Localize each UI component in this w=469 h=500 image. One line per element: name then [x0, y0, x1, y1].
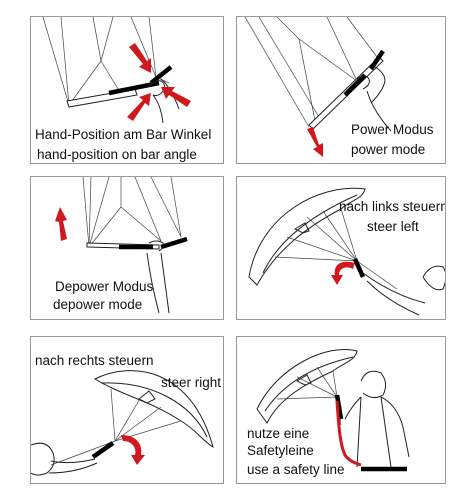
steer-right-illustration [31, 370, 214, 476]
caption-english: steer right [161, 375, 222, 390]
arrow-up-icon [55, 207, 67, 241]
steer-left-illustration [248, 187, 445, 316]
caption-german-2: Safetyleine [247, 443, 314, 458]
caption-german: Power Modus [351, 122, 434, 137]
hand-position-illustration [42, 17, 191, 124]
caption-german: Hand-Position am Bar Winkel [35, 127, 212, 142]
panel-safety-line: nutze eine Safetyleine use a safety line [236, 336, 446, 484]
panel-hand-position: Hand-Position am Bar Winkel hand-positio… [30, 16, 224, 164]
safety-line-illustration [256, 349, 410, 472]
panel-depower-mode: Depower Modus depower mode [30, 176, 224, 320]
caption-english: steer left [367, 219, 419, 234]
arrow-up-left-icon [161, 87, 191, 107]
caption-english: use a safety line [247, 462, 345, 477]
depower-mode-illustration [55, 177, 188, 314]
curved-arrow-icon [331, 261, 355, 285]
arrow-down-icon [307, 127, 323, 157]
panel-steer-left: nach links steuern steer left [236, 176, 446, 320]
caption-german: nach links steuern [339, 199, 446, 214]
caption-german: Depower Modus [55, 279, 154, 294]
curved-arrow-icon [121, 435, 145, 465]
caption-german: nach rechts steuern [35, 353, 154, 368]
arrow-up-right-icon [127, 93, 151, 121]
panel-power-mode: Power Modus power mode [236, 16, 446, 164]
caption-english: power mode [351, 142, 426, 157]
power-mode-illustration [244, 17, 392, 157]
caption-english: hand-position on bar angle [37, 147, 197, 162]
arrow-down-right-icon [129, 43, 151, 73]
caption-german: nutze eine [247, 426, 310, 441]
safety-leash-line [335, 400, 362, 467]
panel-steer-right: nach rechts steuern steer right [30, 336, 224, 484]
caption-english: depower mode [53, 297, 143, 312]
